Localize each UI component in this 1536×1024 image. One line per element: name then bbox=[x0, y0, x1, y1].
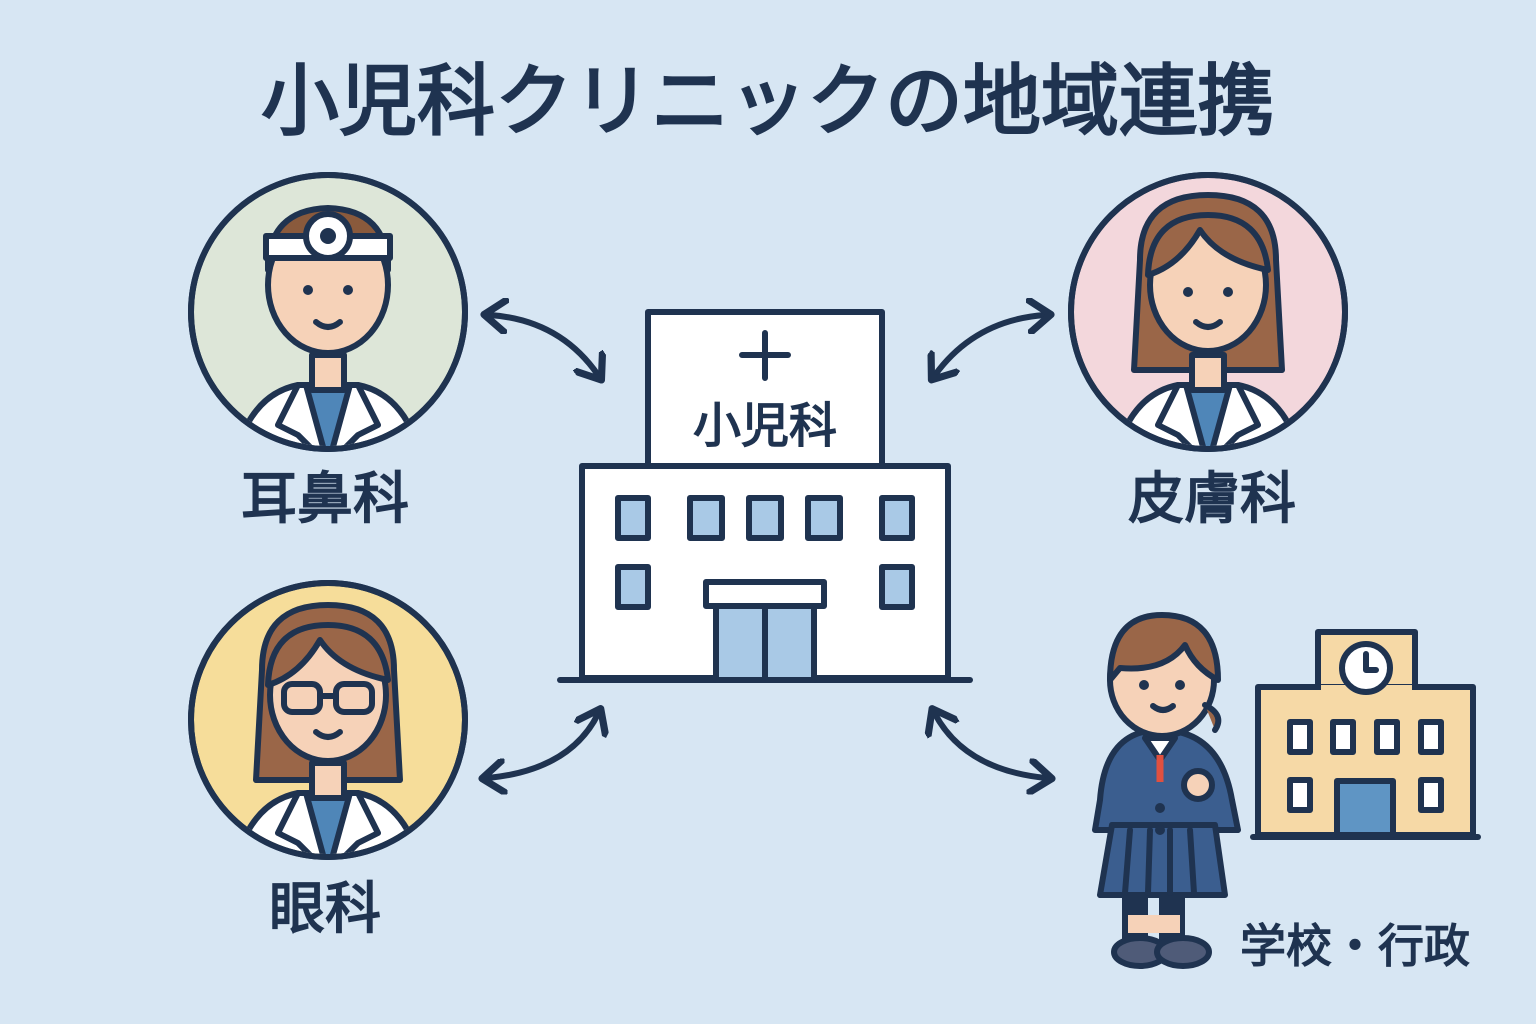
hospital-icon: 小児科 bbox=[557, 309, 973, 683]
arrow-school bbox=[935, 714, 1046, 778]
page-title: 小児科クリニックの地域連携 bbox=[261, 57, 1275, 147]
dermatology-label: 皮膚科 bbox=[1128, 467, 1296, 532]
partner-dermatology: 皮膚科 bbox=[1068, 172, 1348, 532]
partner-ophthalmology: 眼科 bbox=[188, 580, 468, 942]
partner-ent: 耳鼻科 bbox=[188, 172, 468, 532]
ophthalmology-label: 眼科 bbox=[269, 877, 381, 942]
ophthalmologist-icon bbox=[233, 602, 423, 873]
arrow-ent bbox=[490, 315, 598, 375]
ent-doctor-icon bbox=[233, 205, 423, 465]
school-icon bbox=[1250, 629, 1481, 840]
student-icon bbox=[1092, 612, 1241, 969]
dermatologist-icon bbox=[1113, 192, 1303, 465]
school-label: 学校・行政 bbox=[1240, 919, 1470, 973]
center-label: 小児科 bbox=[693, 398, 837, 454]
ent-label: 耳鼻科 bbox=[241, 467, 409, 532]
arrow-dermatology bbox=[935, 315, 1045, 375]
arrow-ophthalmology bbox=[488, 714, 598, 778]
